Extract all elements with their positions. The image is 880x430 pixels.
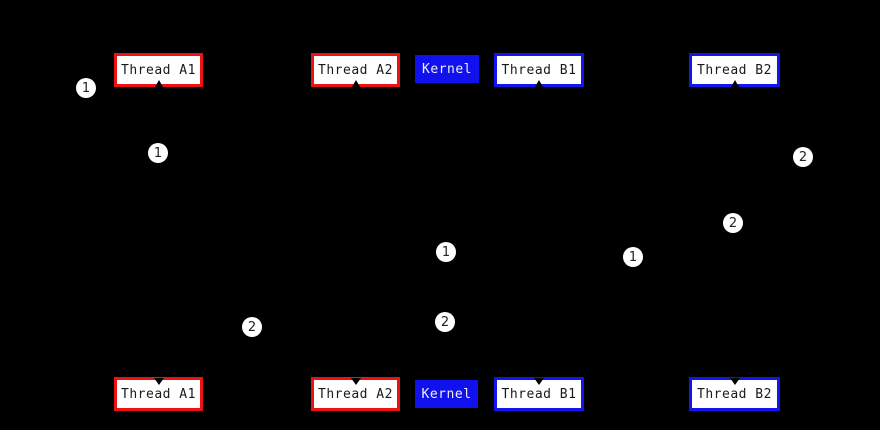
lifeline-thread-a1 [158, 87, 159, 377]
top-box-kernel-label: Kernel [422, 61, 472, 77]
event-marker-1: 1 [76, 78, 96, 98]
event-marker-2: 1 [148, 143, 168, 163]
event-marker-7: 2 [435, 312, 455, 332]
bottom-box-thread-b1: Thread B1 [494, 377, 584, 411]
top-box-thread-a1: Thread A1 [114, 53, 203, 87]
lifeline-arrowhead-icon [350, 378, 361, 385]
lifeline-thread-a2 [355, 87, 356, 377]
lifeline-thread-b1 [539, 87, 540, 377]
bottom-box-thread-b1-label: Thread B1 [501, 386, 577, 402]
top-box-kernel: Kernel [415, 55, 479, 83]
lifeline-stub-icon [730, 80, 739, 87]
top-box-thread-b1-label: Thread B1 [501, 62, 577, 78]
bottom-box-thread-a1-label: Thread A1 [121, 386, 196, 402]
event-marker-3: 2 [793, 147, 813, 167]
bottom-box-thread-b2: Thread B2 [689, 377, 780, 411]
top-box-thread-b2-label: Thread B2 [697, 62, 772, 78]
top-box-thread-a2: Thread A2 [311, 53, 400, 87]
top-box-thread-b1: Thread B1 [494, 53, 584, 87]
event-marker-4-label: 2 [728, 215, 738, 231]
event-marker-4: 2 [723, 213, 743, 233]
lifeline-arrowhead-icon [729, 378, 740, 385]
event-marker-8: 2 [242, 317, 262, 337]
lifeline-stub-icon [535, 80, 543, 87]
event-marker-3-label: 2 [798, 149, 808, 165]
lifeline-arrowhead-icon [153, 378, 164, 385]
bottom-box-kernel: Kernel [415, 380, 478, 408]
top-box-thread-b2: Thread B2 [689, 53, 780, 87]
top-box-thread-a1-label: Thread A1 [121, 62, 196, 78]
bottom-box-thread-a2-label: Thread A2 [318, 386, 393, 402]
event-marker-2-label: 1 [153, 145, 163, 161]
event-marker-1-label: 1 [81, 80, 91, 96]
event-marker-5: 1 [436, 242, 456, 262]
event-marker-6: 1 [623, 247, 643, 267]
bottom-box-kernel-label: Kernel [421, 386, 472, 402]
event-marker-8-label: 2 [247, 319, 257, 335]
lifeline-stub-icon [351, 80, 360, 87]
lifeline-kernel [447, 83, 448, 380]
lifeline-stub-icon [154, 80, 163, 87]
lifeline-arrowhead-icon [534, 378, 544, 385]
bottom-box-thread-a1: Thread A1 [114, 377, 203, 411]
top-box-thread-a2-label: Thread A2 [318, 62, 393, 78]
bottom-box-thread-a2: Thread A2 [311, 377, 400, 411]
event-marker-7-label: 2 [440, 314, 450, 330]
event-marker-5-label: 1 [441, 244, 451, 260]
bottom-box-thread-b2-label: Thread B2 [697, 386, 772, 402]
event-marker-6-label: 1 [628, 249, 638, 265]
